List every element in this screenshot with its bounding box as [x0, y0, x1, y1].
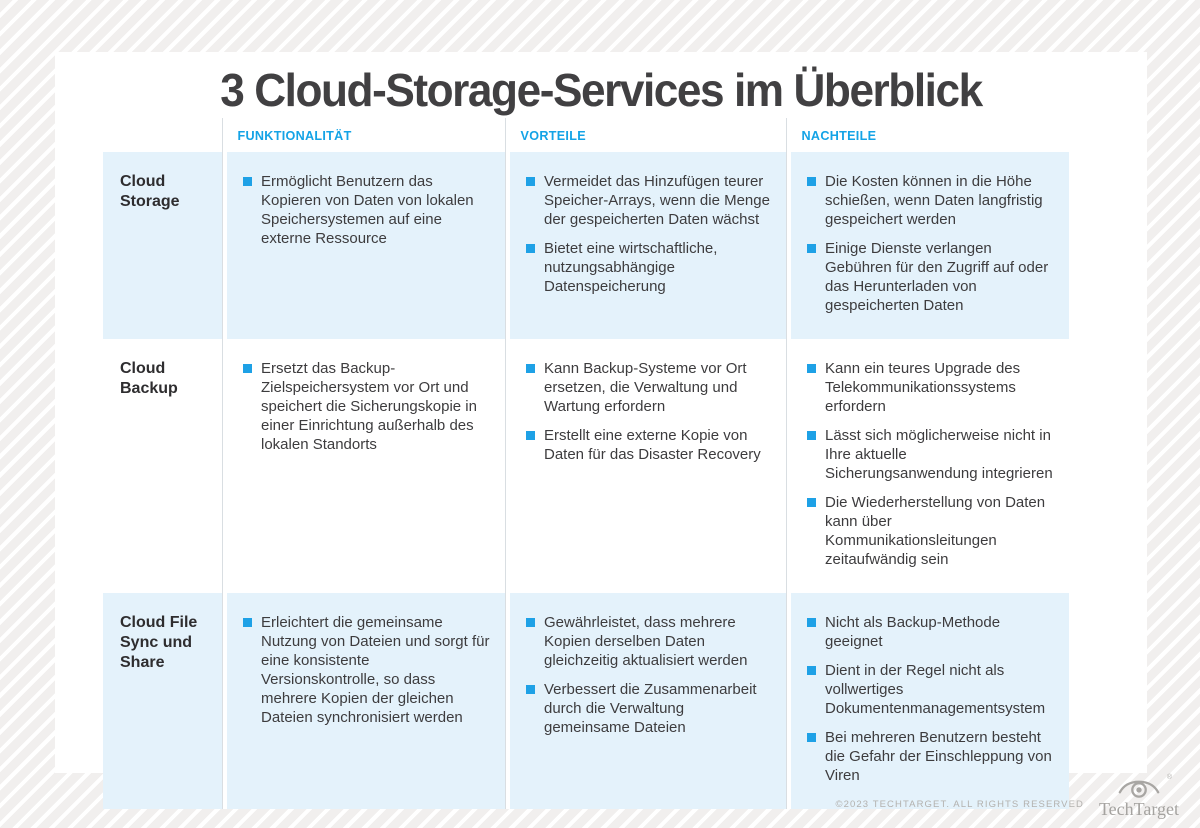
table-body: Cloud Storage Ermöglicht Benutzern das Ko… [103, 152, 1069, 809]
bullet-list: Ersetzt das Backup-Zielspeichersystem vo… [227, 339, 505, 478]
column-divider [505, 118, 506, 809]
bullet-square-icon [807, 177, 816, 186]
bullet-text: Bei mehreren Benutzern besteht die Gefah… [825, 729, 1052, 784]
bullet-text: Lässt sich möglicherweise nicht in Ihre … [825, 427, 1053, 482]
bullet-square-icon [807, 733, 816, 742]
bullet-square-icon [807, 498, 816, 507]
bullet-square-icon [807, 431, 816, 440]
column-header-vorteile: VORTEILE [520, 127, 586, 143]
cell-funktionalitaet: Ermöglicht Benutzern das Kopieren von Da… [222, 152, 505, 339]
bullet-text: Dient in der Regel nicht als vollwertige… [825, 662, 1046, 717]
row-label: Cloud Storage [103, 152, 222, 339]
row-label: Cloud File Sync und Share [103, 593, 222, 809]
bullet-item: Vermeidet das Hinzufügen teurer Speicher… [526, 172, 772, 229]
table-row: Cloud Backup Ersetzt das Backup-Zielspeic… [103, 339, 1069, 593]
cell-funktionalitaet: Ersetzt das Backup-Zielspeichersystem vo… [222, 339, 505, 593]
infographic-card: 3 Cloud-Storage-Services im Überblick FU… [55, 52, 1147, 809]
row-label: Cloud Backup [103, 339, 222, 593]
bullet-text: Ersetzt das Backup-Zielspeichersystem vo… [261, 360, 477, 453]
bullet-square-icon [807, 244, 816, 253]
bullet-text: Die Kosten können in die Höhe schießen, … [825, 173, 1043, 228]
bullet-item: Nicht als Backup-Methode geeignet [807, 613, 1055, 651]
bullet-item: Bei mehreren Benutzern besteht die Gefah… [807, 728, 1055, 785]
bullet-text: Einige Dienste verlangen Gebühren für de… [825, 240, 1049, 314]
bullet-item: Erleichtert die gemeinsame Nutzung von D… [243, 613, 491, 727]
column-divider [222, 118, 223, 809]
page-title: 3 Cloud-Storage-Services im Überblick [220, 64, 983, 116]
bullet-text: Gewährleistet, dass mehrere Kopien derse… [544, 614, 748, 669]
bullet-square-icon [526, 685, 535, 694]
bullet-text: Nicht als Backup-Methode geeignet [825, 614, 1001, 650]
cell-vorteile: Gewährleistet, dass mehrere Kopien derse… [505, 593, 786, 809]
bullet-square-icon [807, 618, 816, 627]
bullet-list: Kann Backup-Systeme vor Ort ersetzen, di… [510, 339, 786, 488]
bullet-item: Bietet eine wirtschaftliche, nutzungsabh… [526, 239, 772, 296]
bullet-item: Dient in der Regel nicht als vollwertige… [807, 661, 1055, 718]
bullet-item: Kann ein teures Upgrade des Telekommunik… [807, 359, 1055, 416]
bullet-item: Ersetzt das Backup-Zielspeichersystem vo… [243, 359, 491, 454]
bullet-list: Vermeidet das Hinzufügen teurer Speicher… [510, 152, 786, 320]
table-header-row: FUNKTIONALITÄT VORTEILE NACHTEILE [103, 118, 1069, 152]
bullet-list: Kann ein teures Upgrade des Telekommunik… [791, 339, 1069, 593]
cell-funktionalitaet: Erleichtert die gemeinsame Nutzung von D… [222, 593, 505, 809]
bullet-square-icon [243, 177, 252, 186]
cell-nachteile: Die Kosten können in die Höhe schießen, … [786, 152, 1069, 339]
bullet-text: Bietet eine wirtschaftliche, nutzungsabh… [544, 240, 718, 295]
bullet-item: Die Kosten können in die Höhe schießen, … [807, 172, 1055, 229]
comparison-table: FUNKTIONALITÄT VORTEILE NACHTEILE Cloud … [103, 118, 1069, 809]
bullet-square-icon [243, 364, 252, 373]
bullet-list: Die Kosten können in die Höhe schießen, … [791, 152, 1069, 339]
cell-nachteile: Kann ein teures Upgrade des Telekommunik… [786, 339, 1069, 593]
cell-vorteile: Vermeidet das Hinzufügen teurer Speicher… [505, 152, 786, 339]
bullet-item: Ermöglicht Benutzern das Kopieren von Da… [243, 172, 491, 248]
bullet-item: Die Wiederherstellung von Daten kann übe… [807, 493, 1055, 569]
bullet-text: Verbessert die Zusammenarbeit durch die … [544, 681, 757, 736]
bullet-square-icon [243, 618, 252, 627]
bullet-square-icon [526, 431, 535, 440]
bullet-text: Erstellt eine externe Kopie von Daten fü… [544, 427, 761, 463]
bullet-item: Erstellt eine externe Kopie von Daten fü… [526, 426, 772, 464]
copyright-text: ©2023 TECHTARGET. ALL RIGHTS RESERVED [835, 799, 1084, 810]
column-divider [786, 118, 787, 809]
column-header-nachteile: NACHTEILE [801, 127, 877, 143]
bullet-text: Erleichtert die gemeinsame Nutzung von D… [261, 614, 490, 726]
eye-icon [1118, 780, 1160, 798]
cell-vorteile: Kann Backup-Systeme vor Ort ersetzen, di… [505, 339, 786, 593]
bullet-square-icon [807, 364, 816, 373]
bullet-square-icon [807, 666, 816, 675]
table-row: Cloud Storage Ermöglicht Benutzern das Ko… [103, 152, 1069, 339]
bullet-text: Vermeidet das Hinzufügen teurer Speicher… [544, 173, 770, 228]
bullet-square-icon [526, 618, 535, 627]
bullet-item: Gewährleistet, dass mehrere Kopien derse… [526, 613, 772, 670]
bullet-text: Kann Backup-Systeme vor Ort ersetzen, di… [544, 360, 747, 415]
bullet-list: Gewährleistet, dass mehrere Kopien derse… [510, 593, 786, 761]
bullet-square-icon [526, 364, 535, 373]
bullet-item: Kann Backup-Systeme vor Ort ersetzen, di… [526, 359, 772, 416]
bullet-text: Ermöglicht Benutzern das Kopieren von Da… [261, 173, 474, 247]
footer: ©2023 TECHTARGET. ALL RIGHTS RESERVED ® … [835, 774, 1185, 819]
techtarget-logo: ® TechTarget [1094, 774, 1184, 819]
brand-wordmark: TechTarget [1098, 799, 1180, 819]
bullet-item: Lässt sich möglicherweise nicht in Ihre … [807, 426, 1055, 483]
column-header-funktionalitaet: FUNKTIONALITÄT [237, 127, 352, 143]
registered-trademark: ® [1166, 774, 1172, 781]
bullet-text: Kann ein teures Upgrade des Telekommunik… [825, 360, 1021, 415]
bullet-list: Erleichtert die gemeinsame Nutzung von D… [227, 593, 505, 751]
bullet-square-icon [526, 244, 535, 253]
table-row: Cloud File Sync und Share Erleichtert die… [103, 593, 1069, 809]
bullet-item: Einige Dienste verlangen Gebühren für de… [807, 239, 1055, 315]
bullet-item: Verbessert die Zusammenarbeit durch die … [526, 680, 772, 737]
bullet-list: Ermöglicht Benutzern das Kopieren von Da… [227, 152, 505, 272]
bullet-text: Die Wiederherstellung von Daten kann übe… [825, 494, 1046, 568]
bullet-square-icon [526, 177, 535, 186]
